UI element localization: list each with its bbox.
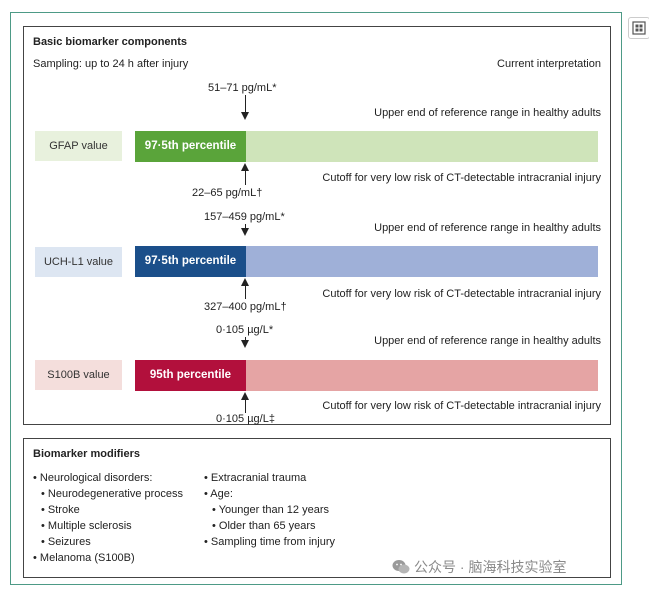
list-item: • Neurological disorders: (33, 472, 153, 484)
gfap-cutoff-text: Cutoff for very low risk of CT-detectabl… (322, 172, 601, 184)
s100b-cutoff-text: Cutoff for very low risk of CT-detectabl… (322, 400, 601, 412)
gfap-arrow-down-line (245, 95, 247, 113)
current-interpretation-label: Current interpretation (497, 58, 601, 70)
s100b-percentile: 95th percentile (135, 360, 246, 391)
s100b-arrow-down-icon (241, 340, 249, 348)
wechat-icon (392, 559, 410, 578)
modifiers-title: Biomarker modifiers (33, 448, 140, 460)
uchl1-cutoff-value: 327–400 pg/mL† (204, 301, 287, 313)
s100b-arrow-up-line (245, 399, 247, 413)
s100b-cutoff-value: 0·105 µg/L‡ (216, 413, 275, 425)
list-item: • Younger than 12 years (212, 504, 329, 516)
gfap-arrow-down-icon (241, 112, 249, 120)
s100b-bar: 95th percentile (135, 360, 598, 391)
list-item: • Multiple sclerosis (41, 520, 132, 532)
uchl1-arrow-down-line (245, 224, 247, 228)
watermark: 公众号 · 脑海科技实验室 (392, 557, 566, 578)
gfap-bar: 97·5th percentile (135, 131, 598, 162)
s100b-label: S100B value (35, 360, 122, 390)
gfap-upper-text: Upper end of reference range in healthy … (374, 107, 601, 119)
s100b-arrow-down-line (245, 337, 247, 340)
gfap-arrow-up-line (245, 170, 247, 185)
uchl1-upper-value: 157–459 pg/mL* (204, 211, 285, 223)
uchl1-cutoff-text: Cutoff for very low risk of CT-detectabl… (322, 288, 601, 300)
gfap-arrow-up-icon (241, 163, 249, 171)
s100b-arrow-up-icon (241, 392, 249, 400)
gfap-upper-value: 51–71 pg/mL* (208, 82, 277, 94)
list-item: • Age: (204, 488, 233, 500)
uchl1-arrow-down-icon (241, 228, 249, 236)
list-item: • Extracranial trauma (204, 472, 307, 484)
list-item: • Older than 65 years (212, 520, 316, 532)
gfap-percentile: 97·5th percentile (135, 131, 246, 162)
s100b-upper-value: 0·105 µg/L* (216, 324, 274, 336)
uchl1-bar: 97·5th percentile (135, 246, 598, 277)
uchl1-upper-text: Upper end of reference range in healthy … (374, 222, 601, 234)
modifiers-list-left: • Neurological disorders: • Neurodegener… (33, 470, 183, 566)
modifiers-list-right: • Extracranial trauma • Age: • Younger t… (204, 470, 335, 550)
figure-frame: Basic biomarker components Sampling: up … (10, 12, 622, 585)
uchl1-label: UCH-L1 value (35, 247, 122, 277)
basic-components-panel: Basic biomarker components Sampling: up … (23, 26, 611, 425)
uchl1-arrow-up-icon (241, 278, 249, 286)
s100b-upper-text: Upper end of reference range in healthy … (374, 335, 601, 347)
panel-title: Basic biomarker components (33, 36, 188, 48)
watermark-text: 公众号 · 脑海科技实验室 (414, 559, 567, 575)
gfap-label: GFAP value (35, 131, 122, 161)
list-item: • Seizures (41, 536, 91, 548)
list-item: • Melanoma (S100B) (33, 552, 135, 564)
qr-scan-icon[interactable] (628, 17, 649, 39)
sampling-text: Sampling: up to 24 h after injury (33, 58, 189, 70)
list-item: • Sampling time from injury (204, 536, 336, 548)
gfap-cutoff-value: 22–65 pg/mL† (192, 187, 263, 199)
modifiers-panel: Biomarker modifiers • Neurological disor… (23, 438, 611, 578)
uchl1-arrow-up-line (245, 285, 247, 299)
list-item: • Stroke (41, 504, 80, 516)
uchl1-percentile: 97·5th percentile (135, 246, 246, 277)
list-item: • Neurodegenerative process (41, 488, 184, 500)
